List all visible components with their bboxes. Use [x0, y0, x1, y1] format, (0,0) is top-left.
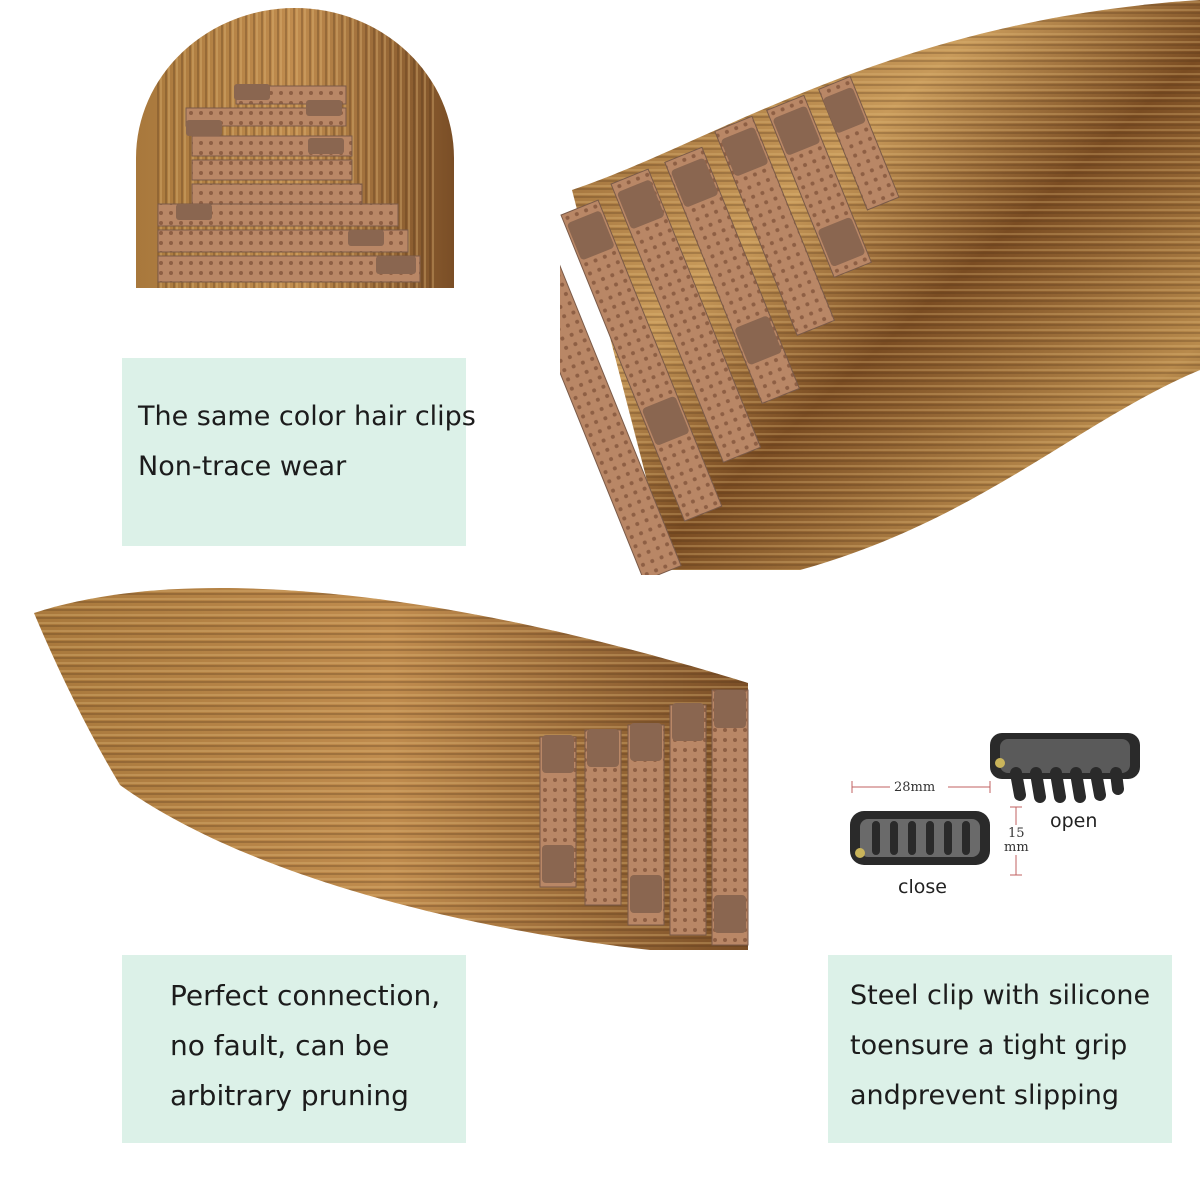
panel-line: andprevent slipping: [850, 1080, 1120, 1111]
panel-line: Perfect connection,: [170, 979, 441, 1012]
hair-bundle-photo-icon: [157, 84, 421, 283]
hair-wefts-photo-left: [34, 588, 749, 950]
panel-line: arbitrary pruning: [170, 1079, 409, 1112]
panel-steel-clip: Steel clip with silicone toensure a tigh…: [828, 955, 1172, 1143]
panel-line: toensure a tight grip: [850, 1030, 1128, 1061]
panel-line: Non-trace wear: [138, 451, 347, 482]
panel-line: Steel clip with silicone: [850, 980, 1151, 1011]
close-label: close: [898, 876, 947, 898]
panel-line: The same color hair clips: [138, 401, 476, 432]
hair-clip-closed-icon: [850, 811, 990, 865]
hair-wefts-photo-right: [560, 0, 1200, 575]
panel-line: no fault, can be: [170, 1029, 390, 1062]
open-label: open: [1050, 810, 1097, 832]
panel-same-color-clips: The same color hair clips Non-trace wear: [122, 358, 476, 546]
clip-wefts-left: [539, 689, 749, 946]
clip-wefts-right: [560, 76, 900, 575]
hair-clip-open-icon: [990, 733, 1140, 803]
clip-bundle-photo: [136, 8, 454, 288]
clip-size-diagram: open 28mm close 15 mm: [850, 733, 1140, 898]
height-unit: mm: [1004, 840, 1029, 855]
width-label: 28mm: [894, 780, 935, 795]
height-value: 15: [1008, 826, 1025, 841]
panel-perfect-connection: Perfect connection, no fault, can be arb…: [122, 955, 466, 1143]
